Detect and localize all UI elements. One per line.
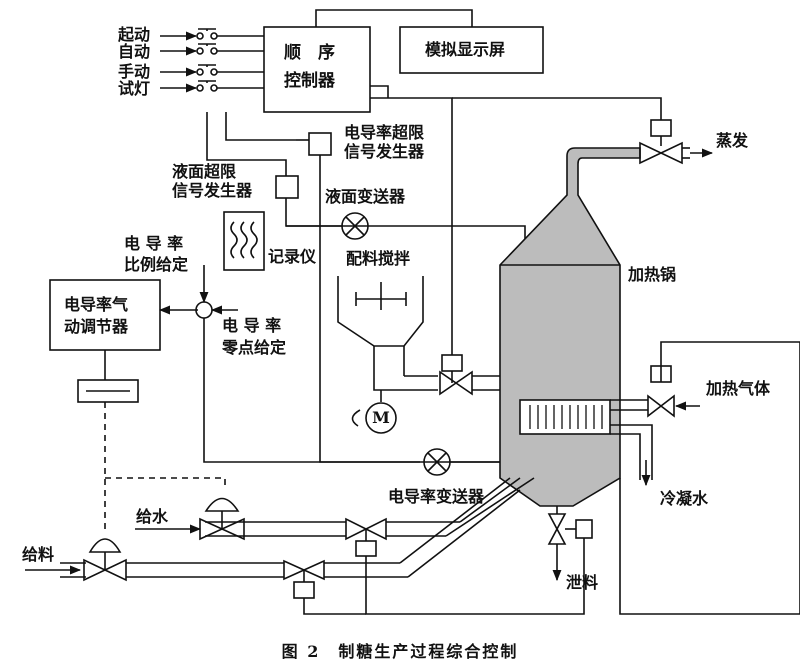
mixing-label: 配料搅拌	[346, 249, 411, 268]
gas-valve-actuator	[650, 365, 672, 383]
water-valve-2	[345, 517, 387, 541]
discharge-valve-actuator	[575, 519, 593, 539]
water-supply-label: 给水	[136, 507, 169, 526]
switch-label-test-lamp: 试灯	[118, 79, 151, 98]
conductivity-transmitter-label: 电导率变送器	[388, 487, 485, 506]
conductivity-zero-label-2: 零点给定	[222, 338, 287, 357]
conductivity-alarm-box	[308, 132, 332, 156]
condensate-label: 冷凝水	[660, 489, 709, 508]
mixing-tank	[337, 276, 424, 347]
water-pipe	[205, 477, 535, 537]
level-transmitter-label: 液面变送器	[325, 187, 406, 206]
conductivity-alarm-label-2: 信号发生器	[344, 142, 425, 161]
motor-label: M	[372, 408, 390, 427]
heating-pot	[499, 147, 641, 507]
recorder-box	[223, 211, 265, 271]
feed-valve-2	[283, 559, 325, 582]
heating-gas-valve	[647, 394, 675, 418]
steam-valve-actuator	[650, 119, 672, 137]
evaporate-label: 蒸发	[716, 131, 749, 150]
discharge-valve	[547, 513, 567, 545]
controller-label-2: 控制器	[284, 71, 335, 91]
water-valve-1	[199, 497, 245, 541]
pneumatic-regulator-label-1: 电导率气	[64, 295, 129, 314]
conductivity-ratio-label-1: 电 导 率	[124, 234, 184, 253]
sequence-controller-box	[263, 26, 371, 113]
feed-valve-2-actuator	[293, 581, 315, 599]
controller-label-1: 顺 序	[284, 43, 335, 63]
steam-valve	[639, 141, 683, 165]
switch-label-start: 起动	[118, 25, 151, 44]
switch-label-manual: 手动	[118, 62, 151, 81]
heating-coil	[519, 399, 611, 435]
feed-pipe	[60, 477, 521, 578]
summing-junction	[195, 301, 213, 319]
switch-label-auto: 自动	[118, 42, 151, 61]
figure-caption: 图 2 制糖生产过程综合控制	[281, 642, 519, 661]
pneumatic-regulator-label-2: 动调节器	[64, 317, 129, 336]
feed-valve	[83, 538, 127, 582]
valve-positioner	[77, 379, 139, 403]
heating-gas-label: 加热气体	[706, 379, 771, 398]
recorder-label: 记录仪	[268, 247, 317, 266]
level-alarm-box	[275, 175, 299, 199]
level-transmitter	[341, 212, 369, 240]
level-alarm-label-1: 液面超限	[172, 162, 237, 181]
feed-label: 给料	[22, 545, 55, 564]
conductivity-alarm-label-1: 电导率超限	[344, 123, 425, 142]
heating-pot-label: 加热锅	[628, 265, 677, 284]
conductivity-ratio-label-2: 比例给定	[124, 255, 189, 274]
switch-panel	[160, 28, 264, 93]
discharge-label: 泄料	[566, 573, 599, 592]
water-valve-2-actuator	[355, 540, 377, 557]
level-alarm-label-2: 信号发生器	[172, 181, 253, 200]
motor	[365, 402, 397, 434]
feed-valve-actuator	[441, 354, 463, 372]
conductivity-zero-label-1: 电 导 率	[222, 316, 282, 335]
display-screen-label: 模拟显示屏	[425, 40, 506, 59]
pneumatic-regulator-box	[49, 279, 161, 351]
mixing-feed-valve	[439, 370, 473, 396]
